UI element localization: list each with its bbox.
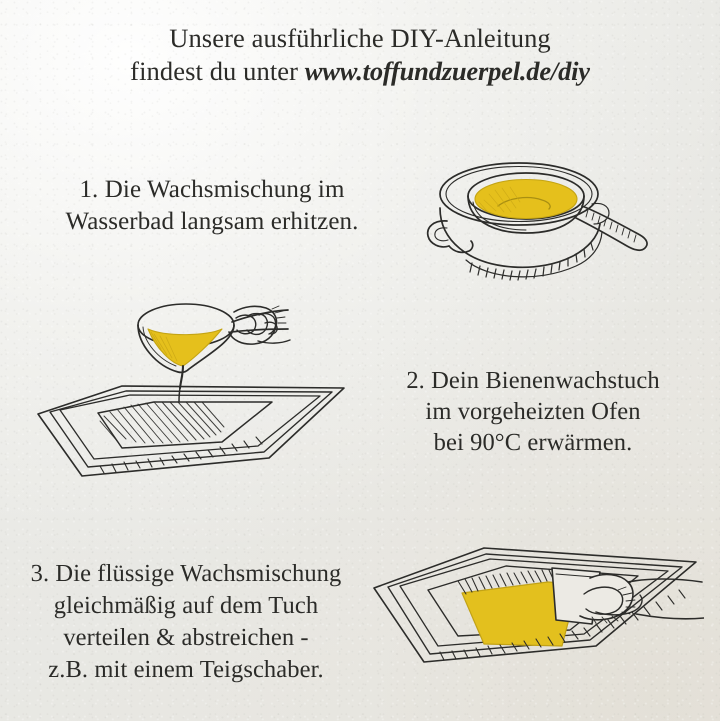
step-3-line-4: z.B. mit einem Teigschaber. xyxy=(48,655,324,683)
step-1-line-1: 1. Die Wachsmischung im xyxy=(79,176,345,203)
double-boiler-illustration xyxy=(416,132,660,296)
step-2-line-1: 2. Dein Bienenwachstuch xyxy=(406,367,660,394)
step-3-line-3: verteilen & abstreichen - xyxy=(63,623,309,651)
diy-url: www.toffundzuerpel.de/diy xyxy=(304,56,590,87)
step-1-line-2: Wasserbad langsam erhitzen. xyxy=(65,207,359,235)
page-title: Unsere ausführliche DIY-Anleitung findes… xyxy=(0,22,720,89)
header-line-2-prefix: findest du unter xyxy=(130,56,305,87)
step-3-text: 3. Die flüssige Wachsmischung gleichmäßi… xyxy=(14,558,358,685)
step-2-line-2: im vorgeheizten Ofen xyxy=(425,397,641,425)
step-2-text: 2. Dein Bienenwachstuch im vorgeheizten … xyxy=(383,366,683,459)
pouring-wax-illustration xyxy=(26,296,374,506)
spreading-wax-illustration xyxy=(366,524,704,716)
step-1-text: 1. Die Wachsmischung im Wasserbad langsa… xyxy=(34,174,390,237)
header-line-1: Unsere ausführliche DIY-Anleitung xyxy=(169,23,551,53)
step-2-line-3: bei 90°C erwärmen. xyxy=(433,428,633,456)
step-3-line-1: 3. Die flüssige Wachsmischung xyxy=(30,560,342,587)
header-line-2: findest du unter www.toffundzuerpel.de/d… xyxy=(0,55,720,88)
step-3-line-2: gleichmäßig auf dem Tuch xyxy=(53,591,319,619)
